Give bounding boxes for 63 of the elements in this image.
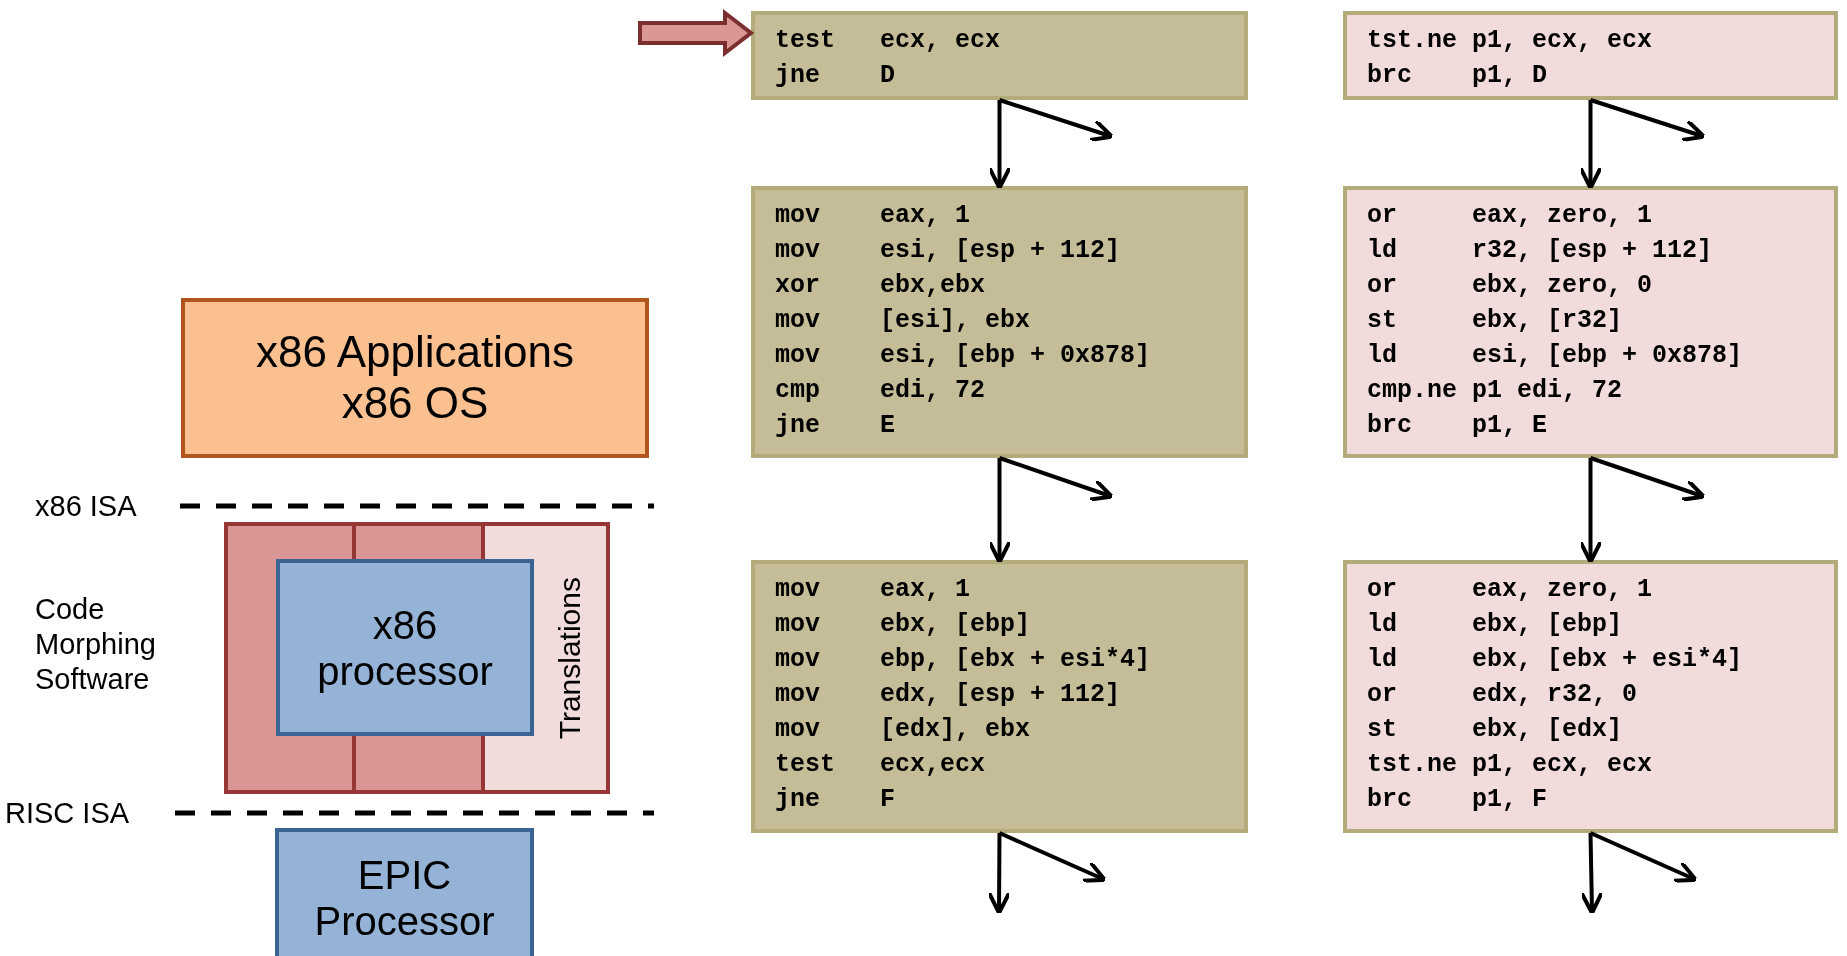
arrow — [987, 458, 1012, 564]
arrow — [1589, 98, 1706, 142]
code-line: test ecx,ecx — [775, 749, 987, 781]
arrow — [998, 831, 1107, 883]
code-line: ld esi, [ebp + 0x878] — [1367, 340, 1744, 372]
code-line: jne F — [775, 784, 897, 816]
block-arrow — [638, 8, 755, 58]
box-label: x86 processor — [316, 601, 494, 694]
code-line: tst.ne p1, ecx, ecx — [1367, 25, 1654, 57]
code-line: ld ebx, [ebx + esi*4] — [1367, 644, 1744, 676]
code-line: mov edx, [esp + 112] — [775, 679, 1122, 711]
arrow — [1589, 831, 1698, 883]
layer-box — [181, 298, 649, 458]
code-line: or ebx, zero, 0 — [1367, 270, 1654, 302]
code-line: brc p1, D — [1367, 60, 1549, 92]
code-line: mov eax, 1 — [775, 200, 972, 232]
arrow — [1578, 458, 1603, 564]
code-line: st ebx, [r32] — [1367, 305, 1624, 337]
code-line: mov [edx], ebx — [775, 714, 1032, 746]
arrow — [1579, 832, 1604, 915]
box-label: EPIC Processor — [313, 852, 496, 944]
code-line: mov esi, [ebp + 0x878] — [775, 340, 1152, 372]
code-line: mov ebx, [ebp] — [775, 609, 1032, 641]
code-line: brc p1, F — [1367, 784, 1549, 816]
code-line: ld ebx, [ebp] — [1367, 609, 1624, 641]
code-block — [1343, 186, 1838, 458]
processor-box — [276, 559, 534, 736]
code-block — [751, 560, 1248, 833]
code-line: or edx, r32, 0 — [1367, 679, 1639, 711]
arrow — [1589, 456, 1706, 502]
arrow — [998, 456, 1114, 502]
arrow — [987, 100, 1012, 190]
layer-label: x86 ISA — [35, 489, 137, 524]
code-line: tst.ne p1, ecx, ecx — [1367, 749, 1654, 781]
code-block — [1343, 11, 1838, 100]
code-block — [751, 11, 1248, 100]
code-line: or eax, zero, 1 — [1367, 574, 1654, 606]
code-line: xor ebx,ebx — [775, 270, 987, 302]
code-line: jne D — [775, 60, 897, 92]
code-line: mov eax, 1 — [775, 574, 972, 606]
code-line: mov ebp, [ebx + esi*4] — [775, 644, 1152, 676]
code-line: cmp edi, 72 — [775, 375, 987, 407]
layer-label: RISC ISA — [5, 796, 130, 831]
code-line: mov esi, [esp + 112] — [775, 235, 1122, 267]
code-line: ld r32, [esp + 112] — [1367, 235, 1714, 267]
arrow — [998, 98, 1114, 142]
code-line: test ecx, ecx — [775, 25, 1002, 57]
code-line: st ebx, [edx] — [1367, 714, 1624, 746]
arrow — [987, 833, 1012, 915]
code-block — [1343, 560, 1838, 833]
code-line: brc p1, E — [1367, 410, 1549, 442]
code-line: mov [esi], ebx — [775, 305, 1032, 337]
code-block — [751, 186, 1248, 458]
code-line: jne E — [775, 410, 897, 442]
code-line: cmp.ne p1 edi, 72 — [1367, 375, 1624, 407]
processor-box — [275, 828, 534, 956]
column-label: Translations — [552, 576, 587, 740]
arrow — [1578, 100, 1603, 190]
box-label: x86 OS — [341, 378, 489, 429]
box-label: x86 Applications — [256, 327, 574, 378]
software-block — [224, 522, 610, 794]
code-line: or eax, zero, 1 — [1367, 200, 1654, 232]
layer-label: Code Morphing Software — [35, 592, 157, 697]
